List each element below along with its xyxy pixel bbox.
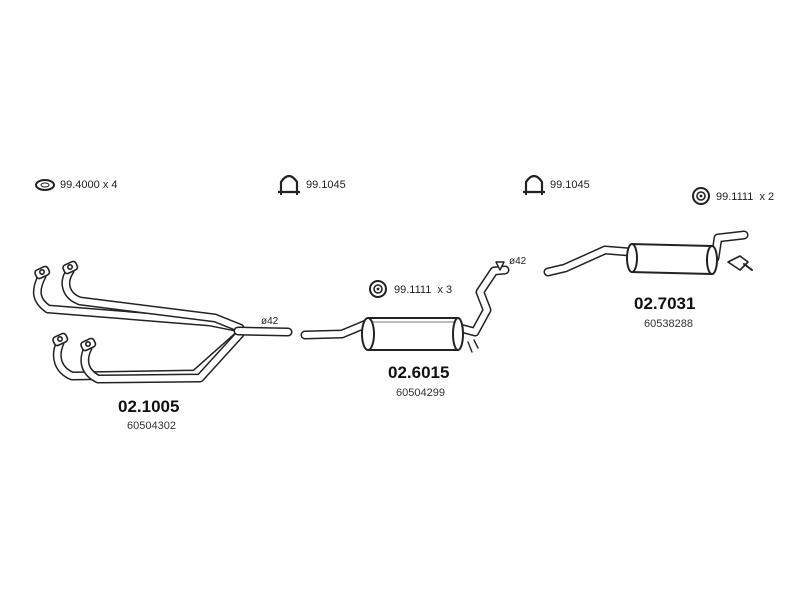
clamp-part-label: 99.1045 bbox=[550, 179, 590, 191]
clamp-part-label: 99.1045 bbox=[306, 179, 346, 191]
diameter-label: ø42 bbox=[261, 316, 279, 327]
front-pipe-oe-number: 60504302 bbox=[127, 420, 176, 432]
front-pipe-part-number: 02.1005 bbox=[118, 397, 180, 416]
diameter-label: ø42 bbox=[509, 256, 527, 267]
gasket-ring-icon bbox=[35, 179, 55, 191]
centre-silencer-oe-number: 60504299 bbox=[396, 387, 445, 399]
centre-silencer-part-number: 02.6015 bbox=[388, 363, 450, 382]
rear-silencer-illustration bbox=[543, 230, 753, 277]
rear-silencer-part-number: 02.7031 bbox=[634, 294, 696, 313]
mount-part-label: 99.1111 x 3 bbox=[394, 284, 453, 296]
centre-silencer-illustration bbox=[300, 261, 510, 353]
gasket-part-label: 99.4000 x 4 bbox=[60, 179, 118, 191]
u-clamp-icon bbox=[278, 174, 300, 195]
mount-part-label: 99.1111 x 2 bbox=[716, 191, 775, 203]
rubber-mount-icon bbox=[692, 187, 710, 205]
front-pipe-illustration bbox=[32, 260, 293, 384]
rear-silencer-oe-number: 60538288 bbox=[644, 318, 693, 330]
u-clamp-icon bbox=[523, 174, 545, 195]
rubber-mount-icon bbox=[369, 280, 387, 298]
